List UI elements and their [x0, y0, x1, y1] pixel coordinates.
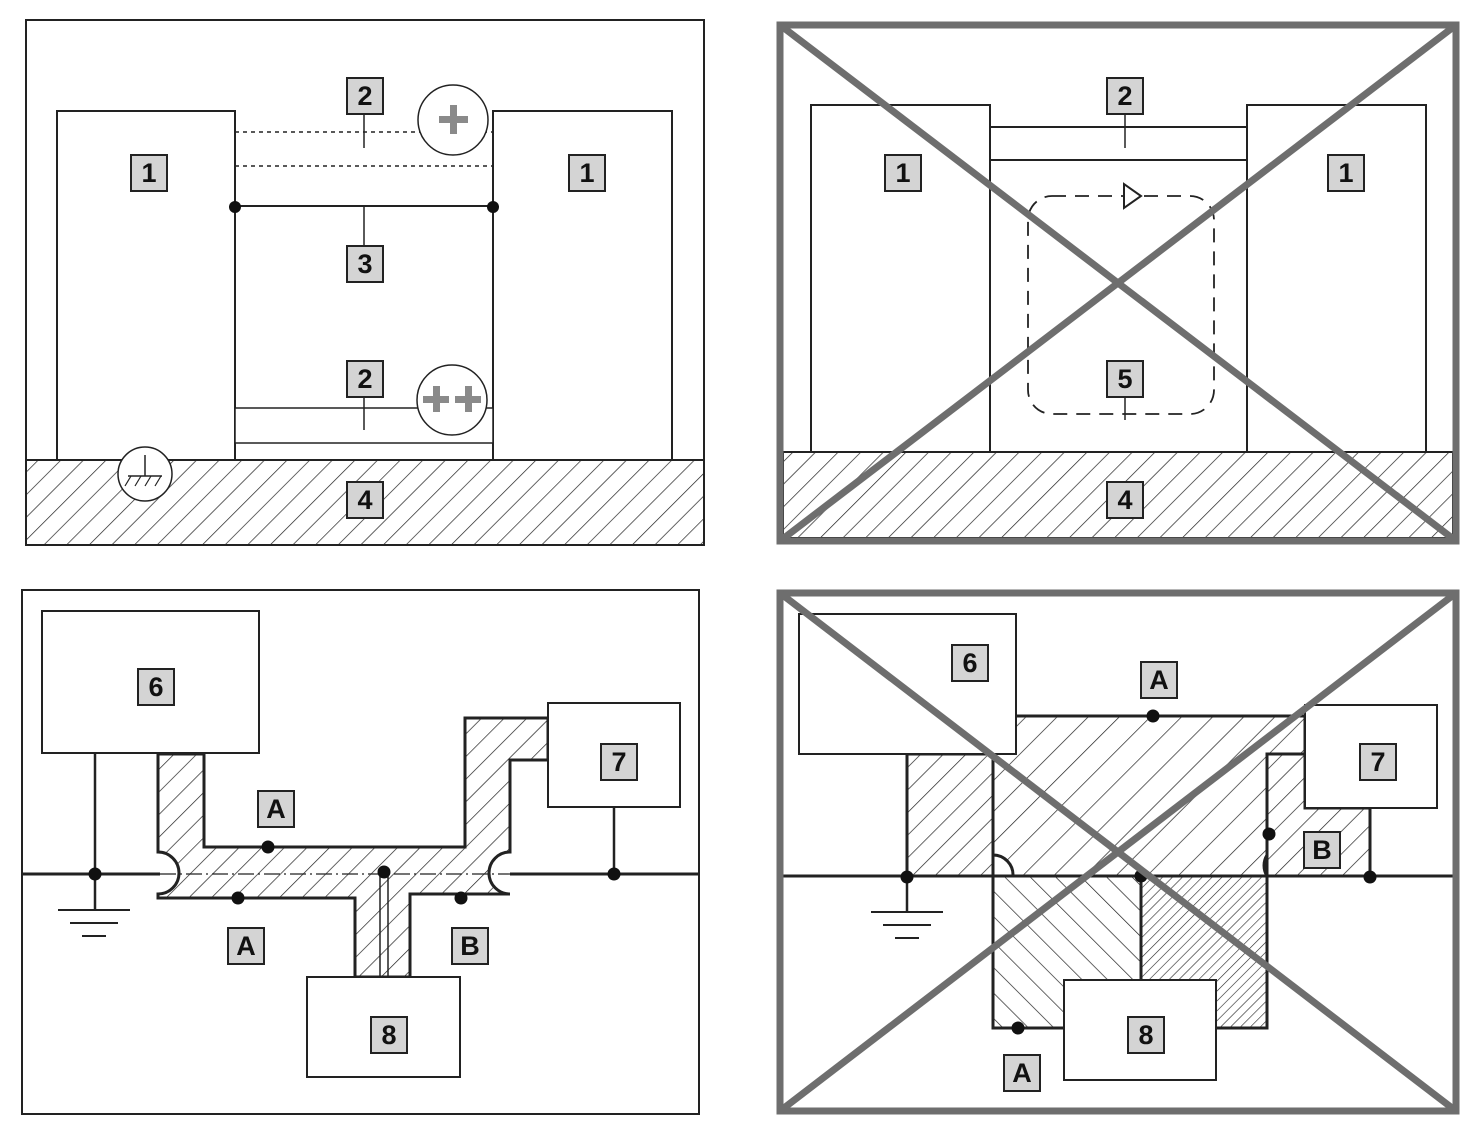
label-2: 2	[346, 77, 384, 115]
bond-point	[1363, 870, 1377, 884]
bond-point	[377, 865, 391, 879]
panel-top-left: 1 1 2 3 2 4	[25, 19, 705, 546]
label-a: A	[1003, 1054, 1041, 1092]
ground-symbol-icon	[871, 911, 943, 939]
arrow-triangle-icon	[1123, 182, 1143, 210]
svg-text:4: 4	[357, 485, 372, 515]
bond-bar	[989, 126, 1248, 161]
svg-text:8: 8	[381, 1020, 396, 1050]
bond-point	[1262, 827, 1276, 841]
svg-text:8: 8	[1138, 1020, 1153, 1050]
label-b: B	[451, 927, 489, 965]
svg-text:7: 7	[611, 747, 626, 777]
svg-text:3: 3	[357, 249, 372, 279]
ground-symbol-icon	[58, 909, 130, 937]
label-4: 4	[346, 481, 384, 519]
label-8: 8	[370, 1016, 408, 1054]
svg-text:6: 6	[148, 672, 163, 702]
svg-text:5: 5	[1117, 364, 1132, 394]
bonding-structure	[156, 716, 550, 979]
cross-out-icon	[776, 589, 1460, 1115]
ground-symbol-icon	[117, 446, 173, 502]
double-plus-symbol-icon	[416, 364, 488, 436]
svg-text:1: 1	[1338, 158, 1353, 188]
label-2: 2	[1106, 77, 1144, 115]
svg-text:7: 7	[1370, 747, 1385, 777]
svg-text:2: 2	[357, 364, 372, 394]
bond-point	[900, 870, 914, 884]
svg-text:6: 6	[962, 648, 977, 678]
label-8: 8	[1127, 1016, 1165, 1054]
svg-text:1: 1	[141, 158, 156, 188]
svg-text:B: B	[460, 931, 480, 961]
bonding-structure	[905, 752, 995, 878]
label-1: 1	[568, 154, 606, 192]
label-7: 7	[1359, 743, 1397, 781]
bond-point	[487, 201, 499, 213]
bond-point	[229, 201, 241, 213]
bond-point	[454, 891, 468, 905]
label-3: 3	[346, 245, 384, 283]
bond-point	[1011, 1021, 1025, 1035]
svg-text:2: 2	[1117, 81, 1132, 111]
label-a: A	[257, 790, 295, 828]
label-4: 4	[1106, 481, 1144, 519]
label-1: 1	[884, 154, 922, 192]
label-5: 5	[1106, 360, 1144, 398]
current-loop	[1027, 195, 1215, 415]
label-7: 7	[600, 743, 638, 781]
plus-symbol-icon	[417, 84, 489, 156]
label-b: B	[1303, 831, 1341, 869]
label-6: 6	[951, 644, 989, 682]
bond-point	[607, 867, 621, 881]
panel-top-right: 1 1 2 5 4	[776, 21, 1460, 545]
label-a: A	[1140, 661, 1178, 699]
label-1: 1	[1327, 154, 1365, 192]
bond-point	[88, 867, 102, 881]
svg-text:B: B	[1312, 835, 1332, 865]
svg-text:2: 2	[357, 81, 372, 111]
panel-bottom-right: 6 7 8 A A B	[776, 589, 1460, 1115]
svg-text:A: A	[1012, 1058, 1032, 1088]
bond-point	[261, 840, 275, 854]
label-1: 1	[130, 154, 168, 192]
svg-text:4: 4	[1117, 485, 1132, 515]
svg-text:1: 1	[579, 158, 594, 188]
label-a: A	[227, 927, 265, 965]
svg-text:A: A	[236, 931, 256, 961]
label-2: 2	[346, 360, 384, 398]
svg-text:1: 1	[895, 158, 910, 188]
bond-point	[231, 891, 245, 905]
panel-bottom-left: 6 7 8 A A B	[21, 589, 700, 1115]
svg-text:A: A	[1149, 665, 1169, 695]
svg-text:A: A	[266, 794, 286, 824]
bond-point	[1146, 709, 1160, 723]
label-6: 6	[137, 668, 175, 706]
cross-out-icon	[776, 21, 1460, 545]
